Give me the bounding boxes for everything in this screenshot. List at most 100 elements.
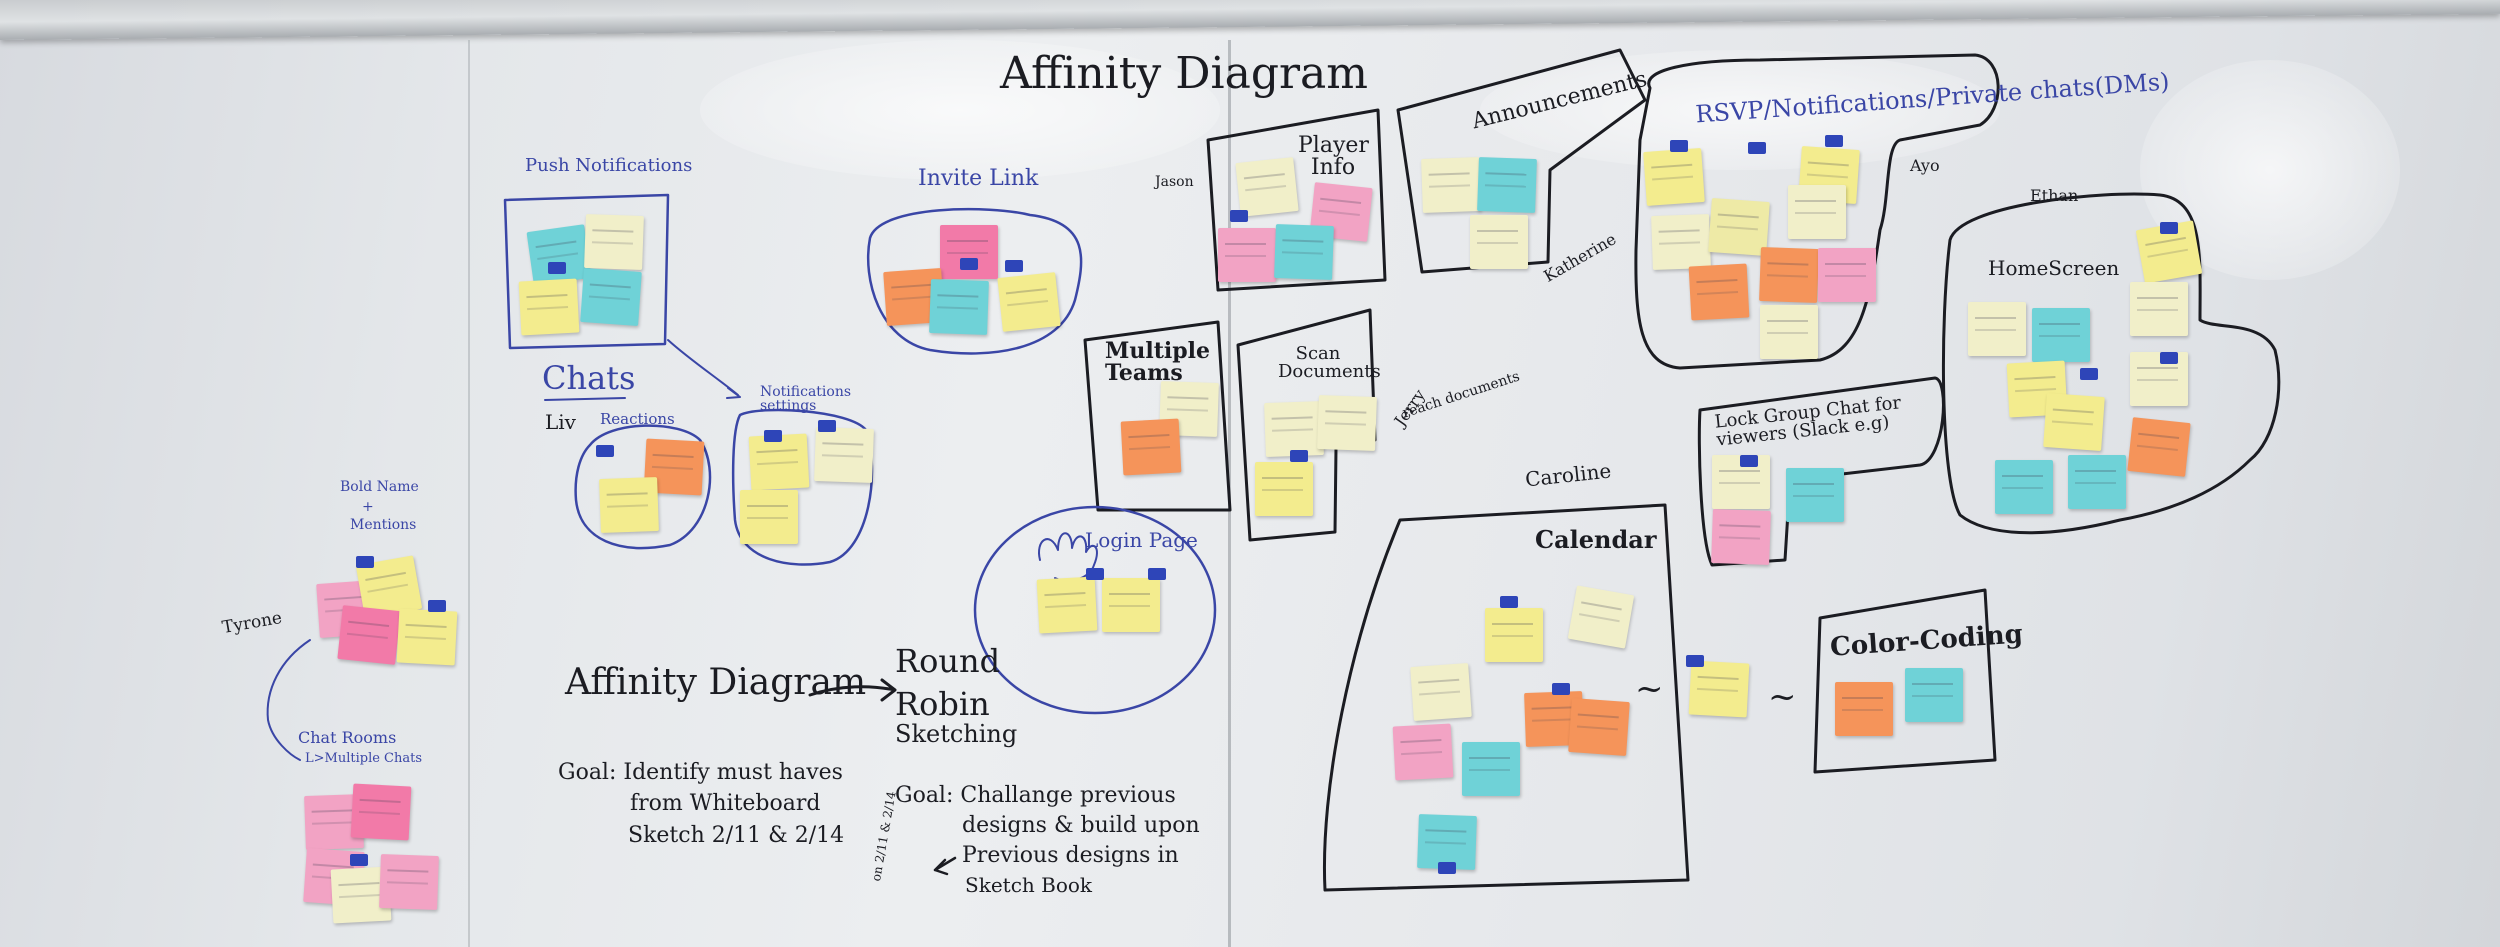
tilde-right: ~	[1768, 677, 1797, 717]
sticky-note	[1905, 668, 1963, 722]
sticky-note	[1421, 157, 1481, 213]
sticky-note	[1470, 215, 1528, 269]
blue-tape	[1230, 210, 1248, 222]
blue-tape	[2160, 352, 2178, 364]
sticky-note	[1317, 395, 1377, 451]
sticky-note	[1036, 576, 1098, 634]
diagram-title: Affinity Diagram	[1000, 48, 1369, 99]
blue-tape	[2160, 222, 2178, 234]
goal2-line3: Previous designs in	[962, 843, 1179, 868]
liv-label: Liv	[545, 410, 576, 434]
sticky-note	[1477, 157, 1537, 213]
sticky-note	[1410, 663, 1472, 721]
blue-tape	[1148, 568, 1166, 580]
sticky-note	[1643, 148, 1705, 206]
invite-link-label: Invite Link	[918, 166, 1039, 191]
notifications-settings-label: Notifications settings	[760, 384, 852, 414]
sticky-note	[1818, 248, 1876, 302]
sticky-note	[1567, 585, 1635, 649]
sticky-note	[396, 608, 458, 666]
sticky-note	[1218, 228, 1276, 282]
blue-tape	[596, 445, 614, 457]
sticky-note	[379, 854, 439, 910]
sticky-note	[1688, 263, 1750, 321]
color-coding-outline	[1813, 588, 1997, 774]
goal1-line3: Sketch 2/11 & 2/14	[628, 823, 845, 848]
sticky-note	[1786, 468, 1844, 522]
sticky-note	[1760, 305, 1818, 359]
sticky-note	[1651, 214, 1711, 270]
reactions-outline	[574, 424, 712, 550]
blue-tape	[428, 600, 446, 612]
ethan-label: Ethan	[2030, 186, 2079, 205]
sticky-note	[2130, 352, 2188, 406]
sticky-note	[1392, 723, 1454, 781]
goal2-line1: Goal: Challange previous	[895, 783, 1176, 808]
sticky-note	[1759, 247, 1819, 303]
bold-name-label: Bold Name	[340, 479, 419, 495]
sticky-note	[1102, 578, 1160, 632]
lock-group-chat-outline	[1697, 376, 1945, 567]
sticky-note	[584, 214, 644, 270]
invite-link-outline	[866, 207, 1083, 355]
blue-tape	[356, 556, 374, 568]
chat-rooms-label: Chat Rooms	[298, 728, 397, 747]
announcements-outline	[1396, 48, 1647, 274]
calendar-outline	[1323, 503, 1690, 892]
blue-tape	[1748, 142, 1766, 154]
sticky-note	[1568, 698, 1630, 756]
multiple-chats-label: L>Multiple Chats	[305, 751, 423, 766]
sticky-note	[1835, 682, 1893, 736]
player-info-label: Player Info	[1298, 133, 1369, 180]
multiple-teams-label: Multiple Teams	[1105, 338, 1210, 386]
blue-tape	[818, 420, 836, 432]
sticky-note	[518, 278, 580, 336]
sticky-note	[1120, 418, 1182, 476]
reactions-label: Reactions	[600, 410, 675, 428]
homescreen-outline	[1941, 192, 2281, 535]
mentions-label: Mentions	[350, 517, 417, 533]
sticky-note	[1235, 157, 1299, 217]
blue-tape	[1005, 260, 1023, 272]
blue-tape	[1438, 862, 1456, 874]
notifications-settings-outline	[731, 408, 874, 566]
blue-tape	[350, 854, 368, 866]
push-notifications-label: Push Notifications	[525, 155, 693, 176]
blue-tape	[2080, 368, 2098, 380]
blue-tape	[1086, 568, 1104, 580]
round-label: Round	[895, 642, 1001, 680]
flow-arrow	[808, 678, 897, 702]
sketching-label: Sketching	[895, 720, 1018, 748]
sticky-note	[929, 279, 989, 335]
rsvp-outline	[1634, 53, 2000, 370]
login-page-outline	[973, 505, 1217, 715]
blue-tape	[1825, 135, 1843, 147]
sticky-note	[1485, 608, 1543, 662]
blue-tape	[1740, 455, 1758, 467]
homescreen-label: HomeScreen	[1988, 256, 2120, 280]
tilde-left: ~	[1635, 669, 1664, 709]
sticky-note	[997, 272, 1061, 332]
chats-underline	[544, 397, 626, 401]
ayo-label: Ayo	[1910, 156, 1940, 175]
sticky-note	[2032, 308, 2090, 362]
blue-tape	[960, 258, 978, 270]
blue-tape	[1500, 596, 1518, 608]
goal2-line4: Sketch Book	[965, 873, 1093, 897]
sticky-note	[1688, 660, 1750, 718]
robin-label: Robin	[895, 685, 990, 723]
tyrone-bracket	[266, 639, 311, 761]
sticky-note	[1255, 462, 1313, 516]
sticky-note	[940, 225, 998, 279]
sticky-note	[1274, 224, 1334, 280]
goal1-line2: from Whiteboard	[630, 791, 821, 816]
blue-tape	[1552, 683, 1570, 695]
sticky-note	[580, 268, 642, 326]
sticky-note	[1995, 460, 2053, 514]
sticky-note	[814, 427, 874, 483]
sticky-note	[2130, 282, 2188, 336]
scan-documents-label: Scan Documents	[1278, 343, 1381, 382]
sticky-note	[350, 783, 412, 841]
board-panel-edge	[468, 40, 470, 947]
jason-label: Jason	[1155, 174, 1194, 190]
